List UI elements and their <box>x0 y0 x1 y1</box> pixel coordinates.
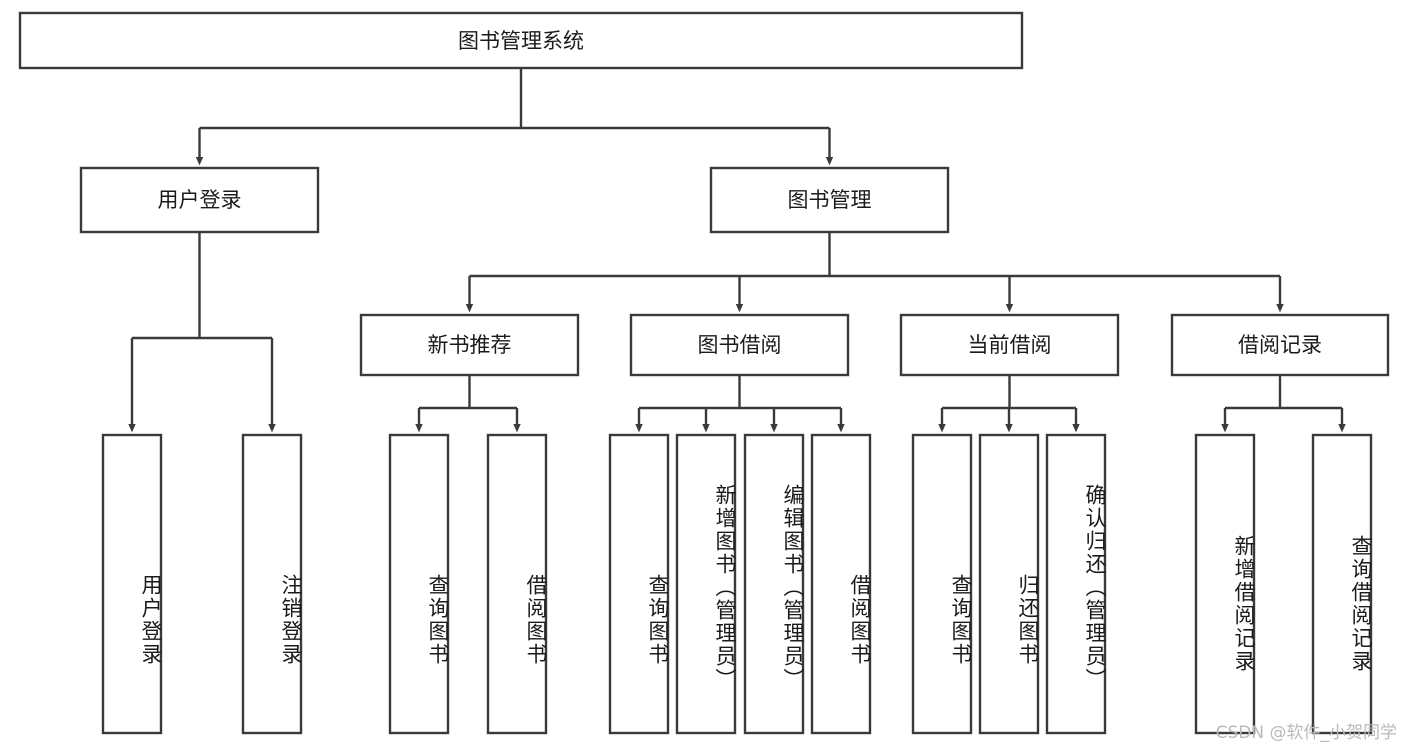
node-borrow-record[interactable]: 借阅记录 <box>1170 313 1390 377</box>
leaf-box-query-book-2[interactable] <box>608 433 670 735</box>
leaf-box-query-book-3[interactable] <box>911 433 973 735</box>
leaf-box-query-borrow-record[interactable] <box>1311 433 1373 735</box>
leaf-box-add-borrow-record[interactable] <box>1194 433 1256 735</box>
node-root-label: 图书管理系统 <box>458 29 584 53</box>
node-current-borrow-label: 当前借阅 <box>968 333 1052 357</box>
leaf-box-borrow-book-1[interactable] <box>486 433 548 735</box>
leaf-box-logout[interactable] <box>241 433 303 735</box>
node-new-book-recommend[interactable]: 新书推荐 <box>359 313 580 377</box>
node-new-book-recommend-rect <box>359 313 580 377</box>
leaf-box-confirm-return-admin[interactable] <box>1045 433 1107 735</box>
connector-book-management-to-level3 <box>465 232 1284 313</box>
leaf-box-user-login[interactable] <box>101 433 163 735</box>
node-book-management-label: 图书管理 <box>788 188 872 212</box>
node-user-login-rect <box>79 166 320 234</box>
leaf-box-borrow-book-2[interactable] <box>810 433 872 735</box>
node-user-login[interactable]: 用户登录 <box>79 166 320 234</box>
node-root-rect <box>18 11 1024 70</box>
node-new-book-recommend-label: 新书推荐 <box>428 333 512 357</box>
connector-book-borrow-to-leaves <box>635 375 845 433</box>
leaf-box-return-book[interactable] <box>978 433 1040 735</box>
connector-user-login-to-leaves <box>128 232 276 433</box>
node-book-management[interactable]: 图书管理 <box>709 166 950 234</box>
watermark-text: CSDN @软件_小贺同学 <box>1215 723 1397 743</box>
connector-borrow-record-to-leaves <box>1221 375 1346 433</box>
leaf-box-add-book-admin[interactable] <box>675 433 737 735</box>
leaf-boxes <box>101 433 1373 735</box>
connector-root-to-level2 <box>195 68 834 166</box>
node-current-borrow-rect <box>899 313 1120 377</box>
node-user-login-label: 用户登录 <box>158 188 242 212</box>
leaf-box-edit-book-admin[interactable] <box>743 433 805 735</box>
node-borrow-record-label: 借阅记录 <box>1238 333 1322 357</box>
connector-new-book-recommend-to-leaves <box>415 375 521 433</box>
node-book-borrow-label: 图书借阅 <box>698 333 782 357</box>
node-current-borrow[interactable]: 当前借阅 <box>899 313 1120 377</box>
leaf-box-query-book-1[interactable] <box>388 433 450 735</box>
node-book-borrow[interactable]: 图书借阅 <box>629 313 850 377</box>
node-root[interactable]: 图书管理系统 <box>18 11 1024 70</box>
connector-current-borrow-to-leaves <box>938 375 1080 433</box>
